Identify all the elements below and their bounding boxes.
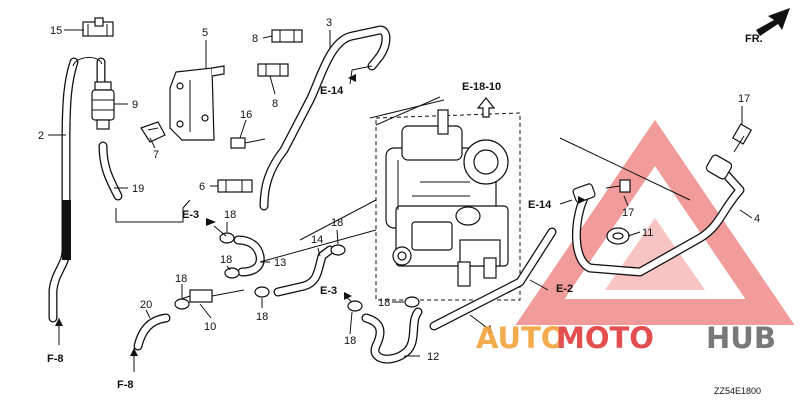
arrow-right-icon bbox=[578, 196, 586, 204]
arrow-up-icon bbox=[55, 318, 63, 326]
arrow-right-icon bbox=[206, 218, 216, 226]
clip-6 bbox=[217, 179, 253, 193]
hose-19 bbox=[98, 141, 123, 201]
direction-label: FR. bbox=[745, 33, 763, 45]
callout-7: 7 bbox=[153, 149, 159, 161]
ref-e2: E-2 bbox=[556, 283, 573, 295]
callout-17-mid: 17 bbox=[622, 207, 634, 219]
ref-f8-bottom: F-8 bbox=[117, 379, 134, 391]
front-direction-arrow-icon bbox=[756, 8, 790, 36]
callout-4: 4 bbox=[754, 213, 760, 225]
callout-16: 16 bbox=[240, 109, 252, 121]
ref-e18-10: E-18-10 bbox=[462, 81, 501, 93]
bolt-16 bbox=[230, 137, 266, 149]
hose-14 bbox=[273, 245, 335, 297]
bracket-5 bbox=[169, 65, 225, 141]
callout-18-a: 18 bbox=[224, 209, 236, 221]
hose-20 bbox=[133, 313, 171, 351]
callout-19: 19 bbox=[132, 183, 144, 195]
drawing-code: ZZ54E1800 bbox=[714, 386, 761, 396]
hose-13 bbox=[233, 235, 265, 277]
fuel-hose-2 bbox=[48, 57, 106, 323]
joint-10 bbox=[177, 289, 245, 303]
callout-11: 11 bbox=[642, 227, 653, 239]
callout-18-d: 18 bbox=[256, 311, 268, 323]
callout-13: 13 bbox=[274, 257, 286, 269]
clamp-18-set bbox=[174, 232, 420, 312]
watermark-auto: AUTO bbox=[476, 321, 566, 355]
callout-18-g: 18 bbox=[344, 335, 356, 347]
ref-leader-e18 bbox=[369, 99, 445, 119]
fuel-hose-1 bbox=[429, 227, 557, 331]
hose-clip-15 bbox=[82, 17, 114, 37]
ref-e14-mid: E-14 bbox=[528, 199, 552, 211]
callout-14: 14 bbox=[311, 234, 323, 246]
bolt-17-right bbox=[731, 123, 753, 153]
callout-5: 5 bbox=[202, 27, 208, 39]
ref-e3-left: E-3 bbox=[182, 209, 199, 221]
callout-6: 6 bbox=[199, 181, 205, 193]
callout-10: 10 bbox=[204, 321, 216, 333]
clip-8-top bbox=[271, 29, 303, 43]
callout-18-f: 18 bbox=[378, 297, 390, 309]
callout-3: 3 bbox=[326, 17, 332, 29]
ref-e14-top: E-14 bbox=[320, 85, 344, 97]
ref-e3-mid: E-3 bbox=[320, 285, 337, 297]
callout-17-right: 17 bbox=[738, 93, 750, 105]
callout-2: 2 bbox=[38, 130, 44, 142]
arrow-left-icon bbox=[348, 74, 356, 82]
callout-12: 12 bbox=[427, 351, 439, 363]
watermark-moto: MOTO bbox=[556, 321, 654, 355]
arrow-right-icon bbox=[344, 292, 352, 300]
watermark-hub: HUB bbox=[706, 321, 776, 355]
watermark-logo: AUTO MOTO HUB bbox=[476, 321, 776, 355]
leader-4 bbox=[559, 137, 691, 201]
callout-18-b: 18 bbox=[220, 254, 232, 266]
ref-f8-left: F-8 bbox=[47, 353, 64, 365]
bolt-17-mid bbox=[605, 179, 631, 193]
hose-12 bbox=[361, 307, 423, 364]
callout-18-c: 18 bbox=[175, 273, 187, 285]
vent-hose-3 bbox=[259, 25, 391, 211]
callout-15: 15 bbox=[50, 25, 62, 37]
callout-18-e: 18 bbox=[331, 217, 343, 229]
callout-9: 9 bbox=[132, 99, 138, 111]
clip-7 bbox=[140, 121, 166, 143]
callout-8-lower: 8 bbox=[272, 98, 278, 110]
up-arrow-icon bbox=[476, 97, 496, 118]
vent-hose-4 bbox=[572, 154, 745, 277]
clip-8-lower bbox=[257, 63, 289, 77]
carburetor-assembly bbox=[375, 96, 521, 301]
fuel-filter-9 bbox=[91, 81, 115, 130]
callout-20: 20 bbox=[140, 299, 152, 311]
clamp-11 bbox=[606, 227, 630, 245]
arrow-up-icon bbox=[130, 348, 138, 356]
callout-1: 1 bbox=[487, 324, 493, 336]
callout-8-top: 8 bbox=[252, 33, 258, 45]
